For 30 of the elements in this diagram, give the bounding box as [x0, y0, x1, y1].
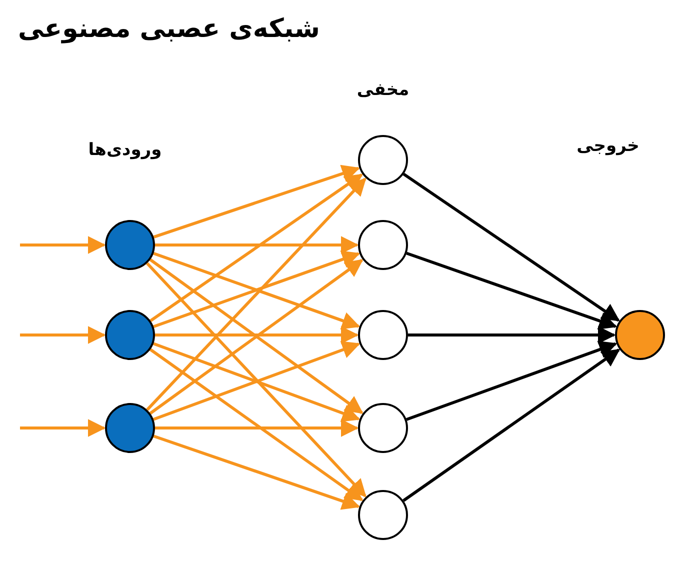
- arrow: [146, 178, 366, 411]
- neuron-circle: [615, 310, 665, 360]
- arrow: [406, 340, 618, 421]
- arrow: [20, 419, 106, 437]
- arrow: [406, 252, 618, 330]
- arrow: [20, 326, 106, 344]
- neuron-circle: [105, 403, 155, 453]
- diagram-title: شبکه‌ی عصبی مصنوعی: [18, 14, 320, 44]
- layer-label: مخفی: [356, 80, 410, 100]
- neuron-circle: [105, 220, 155, 270]
- neuron-circle: [358, 220, 408, 270]
- arrow: [150, 174, 364, 322]
- arrow: [155, 326, 359, 344]
- layer-label: خروجی: [576, 136, 640, 156]
- arrow: [20, 236, 106, 254]
- neuron-circle: [358, 490, 408, 540]
- arrow: [402, 172, 620, 322]
- arrow: [153, 164, 360, 238]
- neuron-circle: [358, 403, 408, 453]
- neuron-circle: [105, 310, 155, 360]
- arrow: [155, 419, 359, 437]
- arrow: [408, 326, 616, 344]
- arrow: [150, 348, 364, 502]
- neuron-circle: [358, 310, 408, 360]
- arrow: [402, 348, 620, 502]
- arrow: [153, 434, 360, 510]
- neuron-circle: [358, 135, 408, 185]
- layer-label: ورودی‌ها: [88, 140, 162, 160]
- arrow: [146, 262, 366, 498]
- arrow: [155, 236, 359, 254]
